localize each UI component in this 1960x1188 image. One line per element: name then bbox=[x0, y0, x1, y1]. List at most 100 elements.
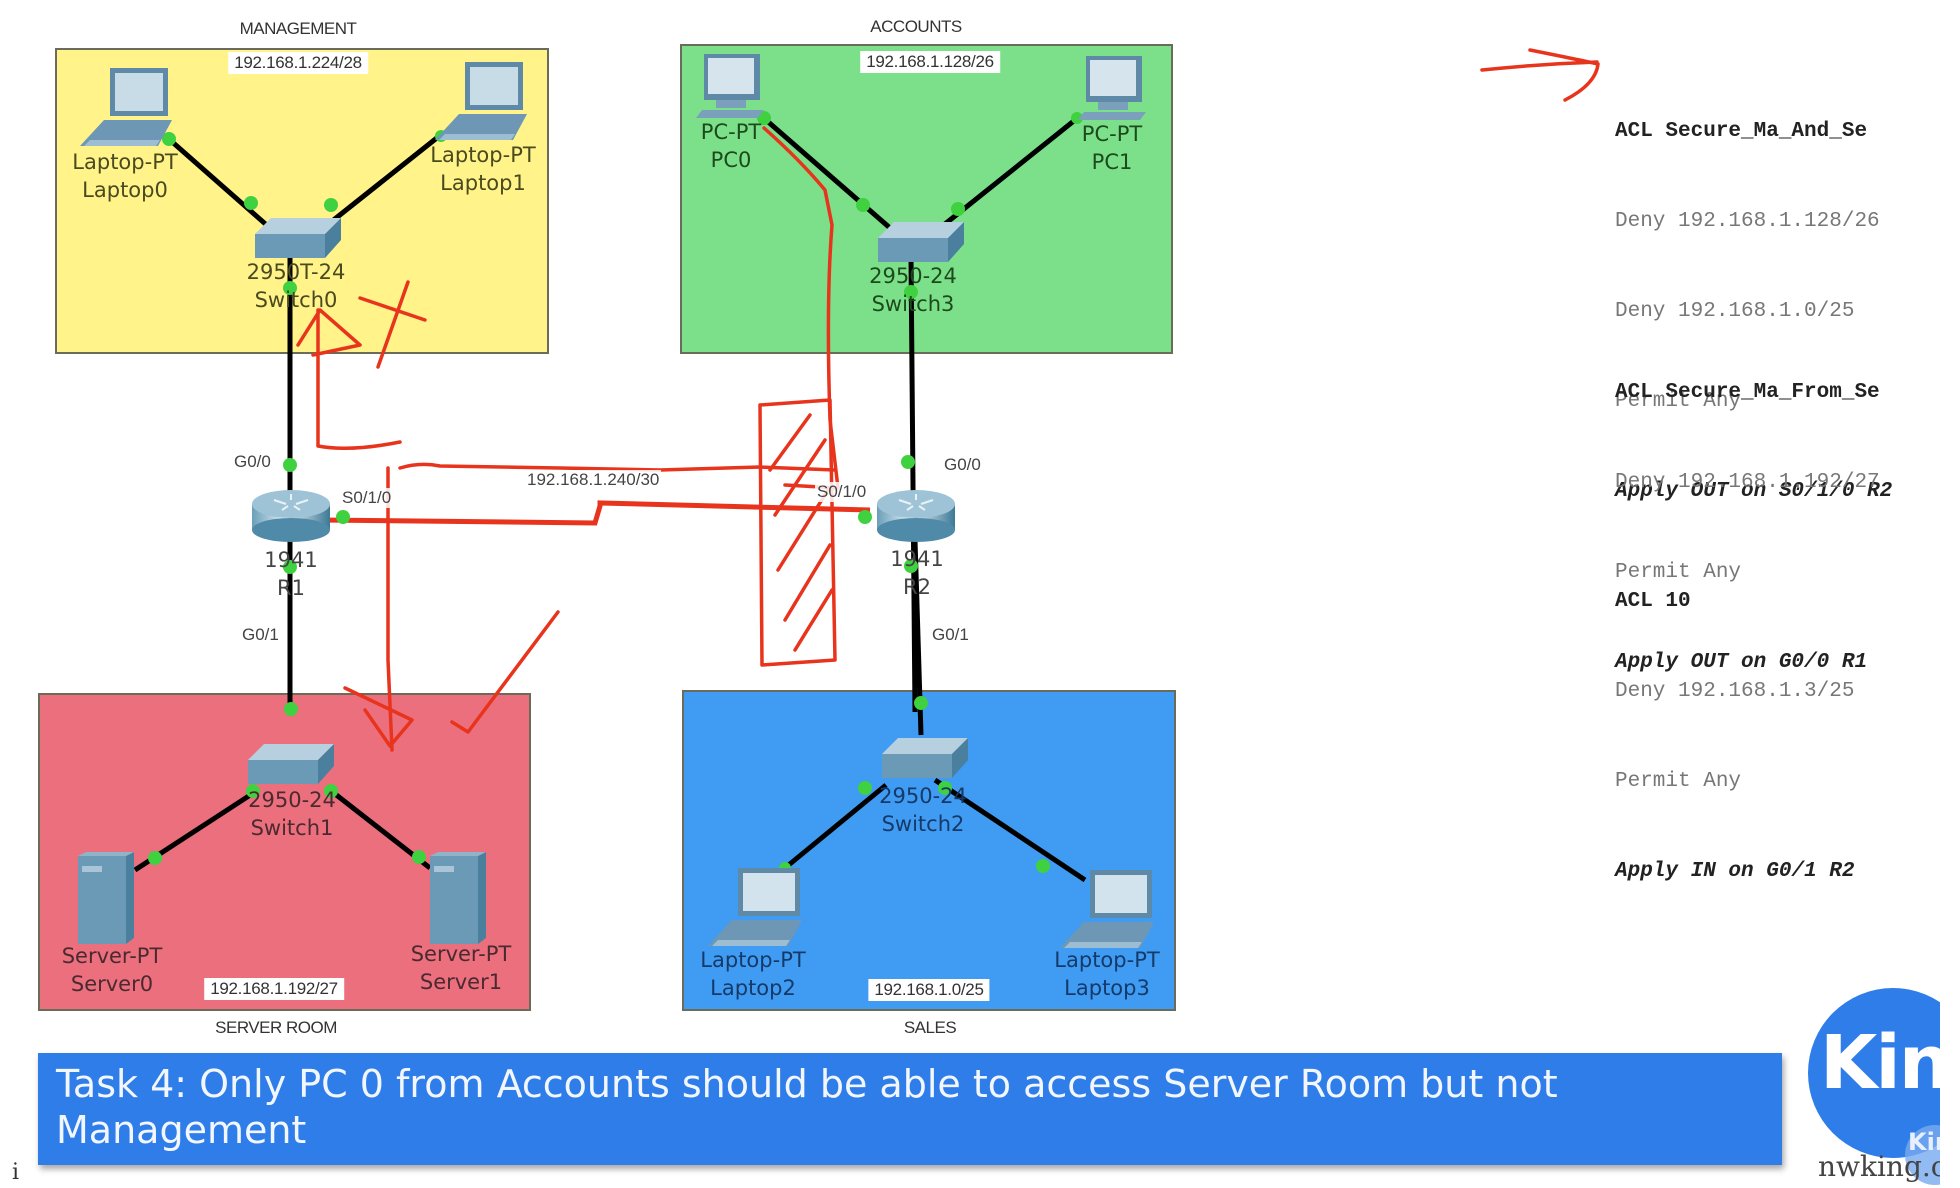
annotation-arrow-down bbox=[343, 686, 414, 748]
laptop3-icon[interactable] bbox=[1060, 870, 1154, 948]
pc0-label: PC-PT PC0 bbox=[701, 118, 761, 174]
port-switch0-fa1 bbox=[244, 196, 258, 210]
switch1-icon[interactable] bbox=[248, 744, 334, 784]
port-switch1-gig bbox=[284, 702, 298, 716]
right-margin bbox=[1940, 0, 1960, 1188]
acl-block-2: ACL Secure_Ma_From_Se Deny 192.168.1.192… bbox=[1615, 318, 1880, 738]
link-laptop0-switch0 bbox=[168, 138, 272, 230]
r2-g00-label: G0/0 bbox=[942, 455, 983, 475]
pc0-icon[interactable] bbox=[696, 54, 764, 118]
pc1-model: PC-PT bbox=[1081, 122, 1143, 146]
port-switch0-fa2 bbox=[324, 198, 338, 212]
laptop2-label: Laptop-PT Laptop2 bbox=[700, 946, 805, 1002]
port-switch0-gig bbox=[283, 281, 297, 295]
server-room-subnet-label: 192.168.1.192/27 bbox=[204, 978, 344, 1000]
link-pc1-switch3 bbox=[943, 118, 1077, 226]
r2-s010-label: S0/1/0 bbox=[815, 482, 869, 502]
acl-3-apply: Apply IN on G0/1 R2 bbox=[1615, 860, 1855, 883]
management-subnet-label: 192.168.1.224/28 bbox=[228, 52, 368, 74]
r1-s010-label: S0/1/0 bbox=[340, 488, 394, 508]
acl-2-rule: Deny 192.168.1.192/27 bbox=[1615, 471, 1880, 494]
laptop0-model: Laptop-PT bbox=[72, 150, 178, 174]
laptop3-label: Laptop-PT Laptop3 bbox=[1054, 946, 1159, 1002]
port-pc1 bbox=[1071, 112, 1083, 124]
switch2-name: Switch2 bbox=[881, 812, 965, 836]
link-switch3-r2 bbox=[908, 257, 918, 713]
server0-model: Server-PT bbox=[61, 944, 163, 968]
annotation-cross-mark bbox=[358, 280, 427, 369]
management-area-label: MANAGEMENT bbox=[239, 19, 357, 38]
link-pc0-switch3 bbox=[764, 118, 892, 230]
port-switch2-fa1 bbox=[858, 781, 872, 795]
laptop1-icon[interactable] bbox=[435, 62, 527, 140]
switch0-name: Switch0 bbox=[254, 288, 338, 312]
server-room-area-label: SERVER ROOM bbox=[215, 1018, 337, 1037]
port-r2-g01 bbox=[904, 559, 918, 573]
accounts-area-label: ACCOUNTS bbox=[870, 17, 962, 36]
acl-1-apply: Apply OUT on S0/1/0 R2 bbox=[1615, 480, 1893, 503]
acl-3-rule: Permit Any bbox=[1615, 770, 1742, 793]
switch3-name: Switch3 bbox=[871, 292, 955, 316]
link-laptop1-switch0 bbox=[324, 135, 440, 228]
r2-label: 1941 R2 bbox=[890, 545, 943, 601]
text-cursor-icon: i bbox=[12, 1160, 20, 1185]
switch2-icon[interactable] bbox=[882, 738, 968, 778]
laptop3-name: Laptop3 bbox=[1064, 976, 1150, 1000]
port-r1-g01 bbox=[283, 560, 297, 574]
pc1-icon[interactable] bbox=[1078, 56, 1146, 120]
annotation-arrow-up-switch0 bbox=[296, 308, 402, 450]
acl-2-apply: Apply OUT on G0/0 R1 bbox=[1615, 651, 1868, 674]
acl-1-rule: Deny 192.168.1.0/25 bbox=[1615, 300, 1855, 323]
sales-area-label: SALES bbox=[903, 1018, 957, 1037]
router-r1-icon[interactable] bbox=[252, 490, 330, 542]
annotation-arrow-acl1 bbox=[1480, 48, 1600, 102]
server0-name: Server0 bbox=[70, 972, 154, 996]
r1-model: 1941 bbox=[264, 548, 318, 572]
r2-model: 1941 bbox=[890, 547, 944, 571]
laptop0-name: Laptop0 bbox=[82, 178, 168, 202]
switch1-model: 2950-24 bbox=[248, 788, 336, 812]
laptop0-icon[interactable] bbox=[80, 68, 172, 146]
sales-subnet-label: 192.168.1.0/25 bbox=[868, 979, 990, 1001]
port-server1 bbox=[412, 850, 426, 864]
switch2-model: 2950-24 bbox=[879, 784, 967, 808]
switch0-icon[interactable] bbox=[255, 218, 341, 258]
link-switch2-laptop3 bbox=[933, 777, 1087, 883]
acl-2-title: ACL Secure_Ma_From_Se bbox=[1615, 381, 1880, 404]
server0-icon[interactable] bbox=[78, 852, 134, 944]
annotation-path-to-server-room bbox=[386, 462, 837, 752]
pc1-label: PC-PT PC1 bbox=[1082, 120, 1142, 176]
laptop0-label: Laptop-PT Laptop0 bbox=[72, 148, 177, 204]
r1-name: R1 bbox=[277, 576, 305, 600]
port-server0 bbox=[148, 851, 162, 865]
port-r2-s010 bbox=[858, 510, 872, 524]
annotation-blocked-box bbox=[758, 398, 837, 667]
r1-label: 1941 R1 bbox=[264, 546, 317, 602]
r1-g01-label: G0/1 bbox=[240, 625, 281, 645]
switch3-label: 2950-24 Switch3 bbox=[869, 262, 957, 318]
wan-subnet-label: 192.168.1.240/30 bbox=[525, 470, 662, 490]
switch3-icon[interactable] bbox=[878, 222, 964, 262]
accounts-subnet-label: 192.168.1.128/26 bbox=[860, 51, 1000, 73]
pc0-model: PC-PT bbox=[700, 120, 762, 144]
r2-name: R2 bbox=[903, 575, 931, 599]
port-switch1-fa2 bbox=[324, 784, 338, 798]
switch1-label: 2950-24 Switch1 bbox=[248, 786, 336, 842]
acl-3-rule: Deny 192.168.1.3/25 bbox=[1615, 680, 1855, 703]
task-banner: Task 4: Only PC 0 from Accounts should b… bbox=[38, 1053, 1782, 1165]
server1-icon[interactable] bbox=[430, 852, 486, 944]
laptop2-model: Laptop-PT bbox=[700, 948, 806, 972]
router-r2-icon[interactable] bbox=[877, 490, 955, 542]
acl-block-1: ACL Secure_Ma_And_Se Deny 192.168.1.128/… bbox=[1615, 57, 1892, 567]
acl-1-rule: Deny 192.168.1.128/26 bbox=[1615, 210, 1880, 233]
acl-1-rule: Permit Any bbox=[1615, 390, 1742, 413]
switch0-label: 2950T-24 Switch0 bbox=[247, 258, 346, 314]
task-text: Task 4: Only PC 0 from Accounts should b… bbox=[56, 1062, 1558, 1152]
port-switch3-gig bbox=[904, 285, 918, 299]
port-r1-g00 bbox=[283, 458, 297, 472]
port-switch3-fa1 bbox=[856, 198, 870, 212]
logo-text: King bbox=[1820, 1020, 1960, 1106]
laptop2-icon[interactable] bbox=[708, 868, 802, 946]
port-laptop0 bbox=[162, 132, 176, 146]
